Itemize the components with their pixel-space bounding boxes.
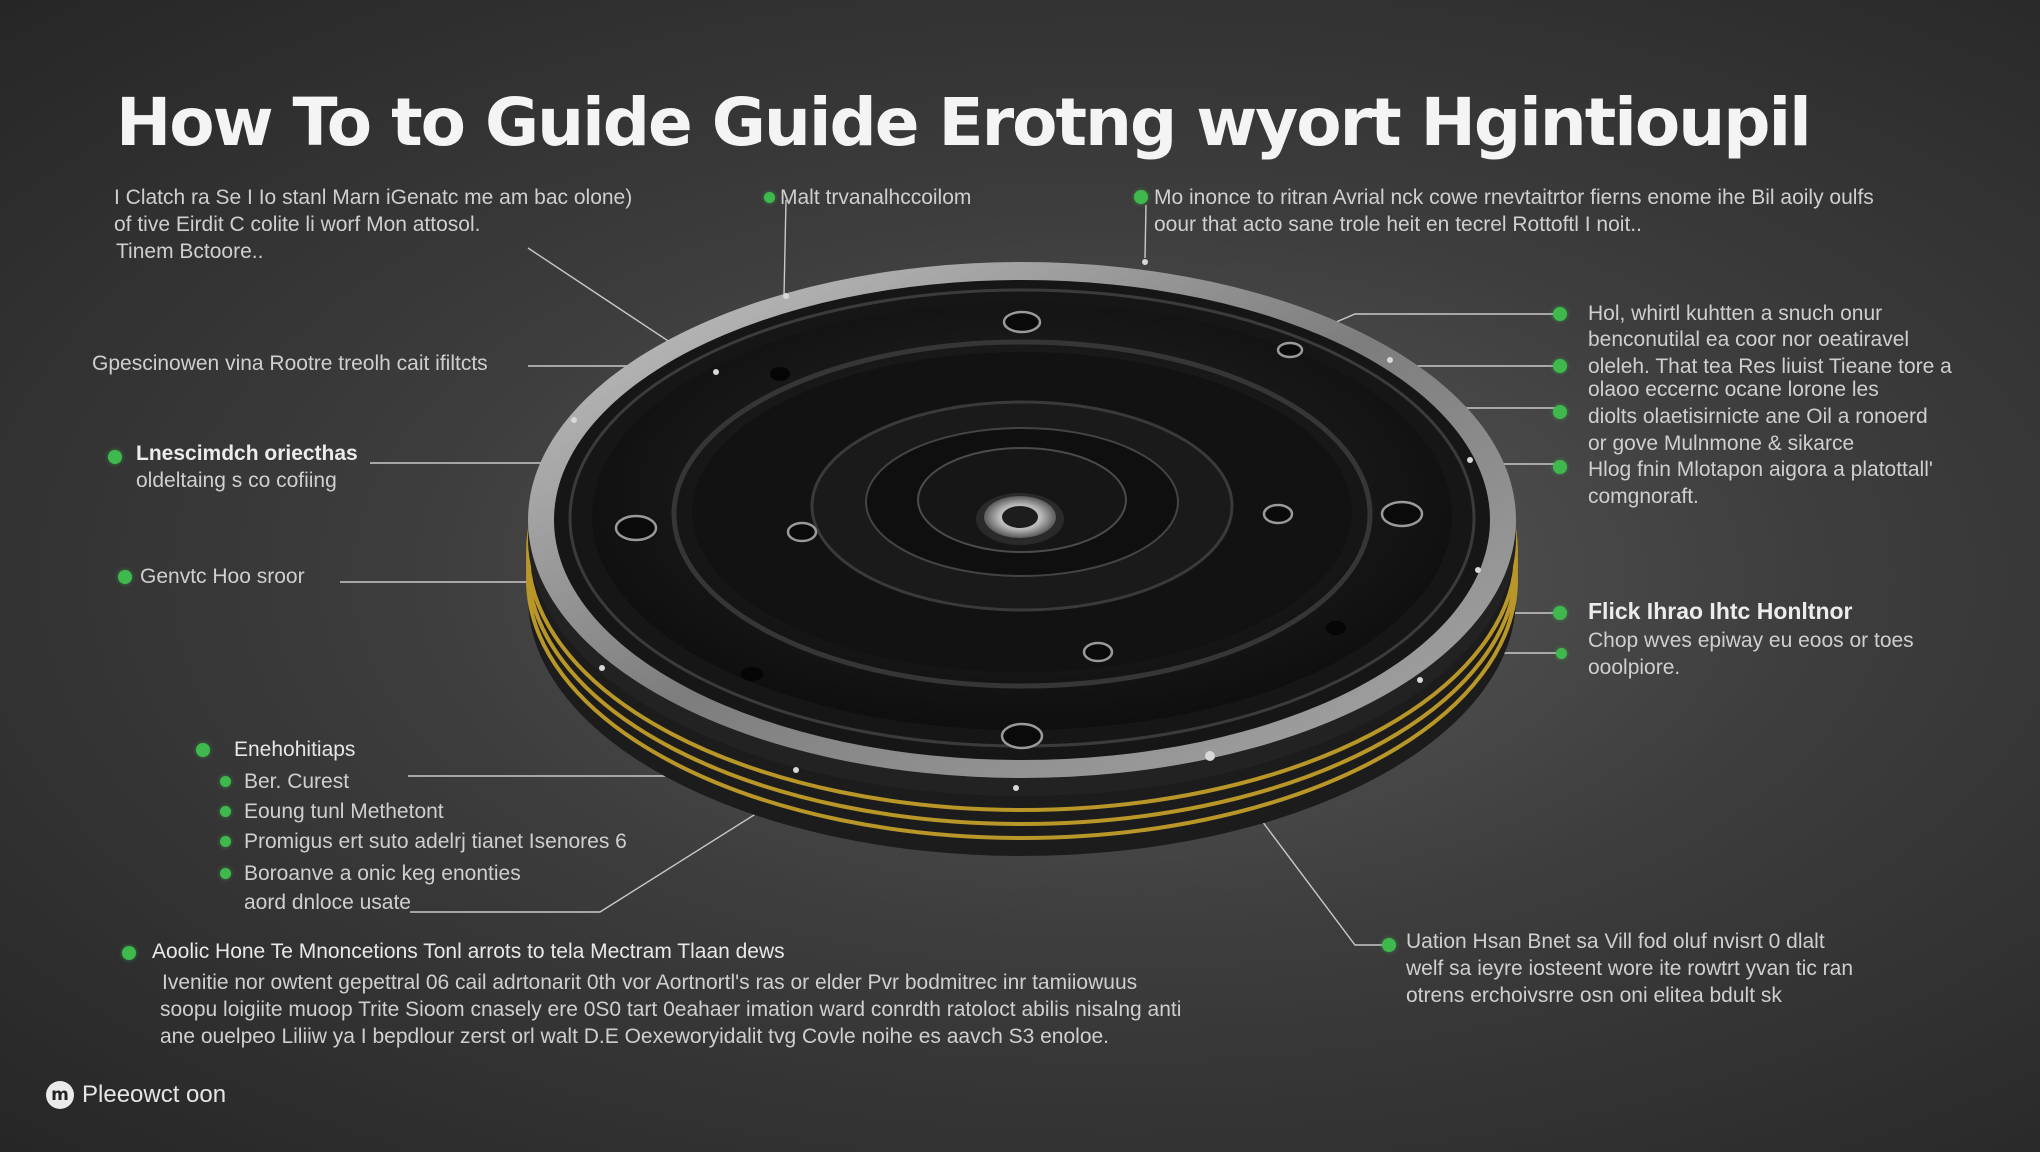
label-right-4: Hlog fnin Mlotapon aigora a platottall' … <box>1588 456 1933 510</box>
label-line: Tinem Bctoore.. <box>116 240 264 263</box>
label-line: ooolpiore. <box>1588 656 1681 679</box>
label-line: otrens erchoivsrre osn oni elitea bdult … <box>1406 984 1782 1007</box>
label-left-2: Lnescimdch oriecthas oldeltaing s co cof… <box>136 440 358 494</box>
bullet-dot <box>196 743 210 757</box>
label-line: or gove Mulnmone & sikarce <box>1588 432 1855 455</box>
label-line: Hol, whirtl kuhtten a snuch onur <box>1588 302 1883 325</box>
label-heading: Aoolic Hone Te Mnoncetions Tonl arrots t… <box>152 940 785 963</box>
bullet-dot <box>1553 359 1567 373</box>
list-item-text: aord dnloce usate <box>244 891 411 914</box>
list-item-text: Boroanve a onic keg enonties <box>244 862 521 885</box>
list-item: Boroanve a onic keg enonties <box>244 860 521 887</box>
label-line: Ivenitie nor owtent gepettral 06 cail ad… <box>162 971 1138 994</box>
list-item: Eoung tunl Methetont <box>244 798 444 825</box>
bullet-dot <box>220 836 231 847</box>
label-bottom-right: Uation Hsan Bnet sa Vill fod oluf nvisrt… <box>1406 928 1853 1009</box>
label-top-left: I Clatch ra Se I Io stanl Marn iGenatc m… <box>114 184 632 265</box>
label-line: oldeltaing s co cofiing <box>136 469 337 492</box>
label-line: comgnoraft. <box>1588 485 1699 508</box>
bullet-dot <box>220 806 231 817</box>
bullet-dot <box>118 570 132 584</box>
label-right-5: Flick Ihrao Ihtc Honltnor Chop wves epiw… <box>1588 598 1914 681</box>
list-item-text: Eoung tunl Methetont <box>244 800 444 823</box>
label-top-right: Mo inonce to ritran Avrial nck cowe rnev… <box>1154 184 1874 238</box>
label-right-3: olaoo eccernc ocane lorone les diolts ol… <box>1588 376 1928 457</box>
label-heading: Flick Ihrao Ihtc Honltnor <box>1588 598 1853 624</box>
label-top-mid: Malt trvanalhccoilom <box>780 184 971 211</box>
page-title: How To to Guide Guide Erotng wyort Hgint… <box>116 84 1812 161</box>
label-left-3: Genvtc Hoo sroor <box>140 563 305 590</box>
label-line: Chop wves epiway eu eoos or toes <box>1588 629 1914 652</box>
brand-name: Pleeowct oon <box>82 1081 227 1108</box>
bullet-dot <box>108 450 122 464</box>
list-item: Ber. Curest <box>244 768 349 795</box>
label-line: Gpescinowen vina Rootre treolh cait ifil… <box>92 352 488 375</box>
label-right-1: Hol, whirtl kuhtten a snuch onur <box>1588 300 1882 327</box>
label-line: benconutilal ea coor nor oeatiravel <box>1588 328 1910 351</box>
label-line: olaoo eccernc ocane lorone les <box>1588 378 1879 401</box>
footer-brand: m Pleeowct oon <box>46 1078 226 1112</box>
bullet-dot <box>1382 938 1396 952</box>
bullet-dot <box>764 192 775 203</box>
list-item-text: Promigus ert suto adelrj tianet Isenores… <box>244 830 627 853</box>
bullet-dot <box>220 776 231 787</box>
bullet-dot <box>1553 606 1567 620</box>
label-line: soopu loigiite muoop Trite Sioom cnasely… <box>160 998 1182 1021</box>
label-list-title: Enehohitiaps <box>234 736 355 763</box>
bullet-dot <box>1134 190 1148 204</box>
label-right-2: benconutilal ea coor nor oeatiravel olel… <box>1588 326 1952 380</box>
label-bottom-left: Aoolic Hone Te Mnoncetions Tonl arrots t… <box>152 938 1181 1050</box>
bullet-dot <box>1553 405 1567 419</box>
bullet-dot <box>1556 648 1567 659</box>
label-line: of tive Eirdit C colite li worf Mon atto… <box>114 213 481 236</box>
bullet-dot <box>122 946 136 960</box>
label-line: Uation Hsan Bnet sa Vill fod oluf nvisrt… <box>1406 930 1825 953</box>
label-line: Genvtc Hoo sroor <box>140 565 305 588</box>
label-line: ane ouelpeo Liliiw ya I bepdlour zerst o… <box>160 1025 1110 1048</box>
bullet-dot <box>1553 460 1567 474</box>
label-heading: Lnescimdch oriecthas <box>136 442 358 465</box>
label-left-1: Gpescinowen vina Rootre treolh cait ifil… <box>92 350 488 377</box>
label-heading: Enehohitiaps <box>234 738 356 761</box>
brand-logo-icon: m <box>46 1081 74 1109</box>
label-line: oleleh. That tea Res liuist Tieane tore … <box>1588 355 1952 378</box>
label-line: Mo inonce to ritran Avrial nck cowe rnev… <box>1154 186 1874 209</box>
label-line: Hlog fnin Mlotapon aigora a platottall' <box>1588 458 1933 481</box>
list-item-text: Ber. Curest <box>244 770 350 793</box>
bullet-dot <box>220 868 231 879</box>
bullet-dot <box>1553 307 1567 321</box>
disc-assembly <box>526 259 1518 856</box>
label-line: welf sa ieyre iosteent wore ite rowtrt y… <box>1406 957 1854 980</box>
list-item-tail: aord dnloce usate <box>244 889 411 916</box>
label-line: Malt trvanalhccoilom <box>780 186 972 209</box>
label-line: diolts olaetisirnicte ane Oil a ronoerd <box>1588 405 1928 428</box>
label-line: I Clatch ra Se I Io stanl Marn iGenatc m… <box>114 186 633 209</box>
label-line: oour that acto sane trole heit en tecrel… <box>1154 213 1642 236</box>
list-item: Promigus ert suto adelrj tianet Isenores… <box>244 828 627 855</box>
